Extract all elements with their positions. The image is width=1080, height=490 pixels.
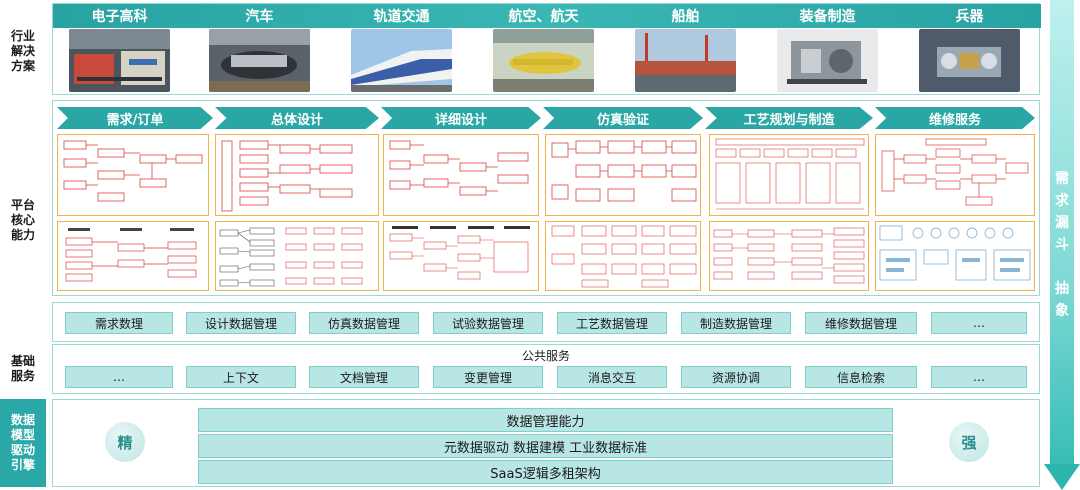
service-resource-coordination[interactable]: 资源协调	[681, 366, 791, 388]
industry-solutions-row: 电子高科 汽车 轨道交通 航空、航天 船舶 装备制造 兵器	[52, 3, 1041, 96]
phase-detailed-design[interactable]: 详细设计	[381, 107, 541, 129]
down-arrow-icon	[1044, 464, 1080, 490]
data-model-engine: 精 数据管理能力 元数据驱动 数据建模 工业数据标准 SaaS逻辑多租架构 强	[52, 399, 1040, 487]
manufacturing-data-button[interactable]: 制造数据管理	[681, 312, 791, 334]
weapon-machinery-photo	[919, 29, 1020, 92]
phase-maintenance[interactable]: 维修服务	[875, 107, 1035, 129]
metadata-modeling-bar: 元数据驱动 数据建模 工业数据标准	[198, 434, 893, 458]
phase-overall-design[interactable]: 总体设计	[215, 107, 379, 129]
electronics-factory-photo	[69, 29, 170, 92]
industry-rail[interactable]: 轨道交通	[345, 4, 458, 96]
industry-weapons[interactable]: 兵器	[913, 4, 1026, 96]
precise-circle-icon: 精	[105, 422, 145, 462]
industry-section-label: 行业 解决 方案	[10, 28, 35, 73]
arrow-shaft	[1050, 0, 1074, 466]
high-speed-train-photo	[351, 29, 452, 92]
design-data-button[interactable]: 设计数据管理	[186, 312, 296, 334]
maintenance-data-button[interactable]: 维修数据管理	[805, 312, 917, 334]
data-management-capability-bar: 数据管理能力	[198, 408, 893, 432]
requirements-flow-diagram	[57, 134, 209, 216]
overall-design-diagram	[215, 134, 379, 216]
more-data-button[interactable]: …	[931, 312, 1027, 334]
simulation-data-button[interactable]: 仿真数据管理	[309, 312, 419, 334]
test-data-button[interactable]: 试验数据管理	[433, 312, 543, 334]
left-label-column: 行业 解决 方案 平台 核心 能力 基础 服务 数据 模型 驱动 引擎	[0, 0, 46, 490]
simulation-task-diagram	[545, 221, 701, 291]
simulation-diagram	[545, 134, 701, 216]
detailed-design-diagram	[383, 134, 539, 216]
industry-aerospace[interactable]: 航空、航天	[487, 4, 600, 96]
service-document-management[interactable]: 文档管理	[309, 366, 419, 388]
industry-label: 轨道交通	[373, 9, 430, 25]
platform-section-label: 平台 核心 能力	[10, 197, 35, 242]
public-services-title: 公共服务	[521, 349, 570, 363]
industry-electronics[interactable]: 电子高科	[63, 4, 176, 96]
maintenance-flow-diagram	[875, 134, 1035, 216]
service-change-management[interactable]: 变更管理	[433, 366, 543, 388]
requirements-data-button[interactable]: 需求数理	[65, 312, 173, 334]
industry-equipment[interactable]: 装备制造	[771, 4, 884, 96]
phase-simulation[interactable]: 仿真验证	[543, 107, 703, 129]
platform-core-section: 需求/订单 总体设计 详细设计 仿真验证 工艺规划与制造 维修服务	[52, 100, 1040, 296]
shipyard-photo	[635, 29, 736, 92]
data-management-row: 需求数理 设计数据管理 仿真数据管理 试验数据管理 工艺数据管理 制造数据管理 …	[52, 302, 1040, 342]
phase-requirements[interactable]: 需求/订单	[57, 107, 213, 129]
service-more-right[interactable]: …	[931, 366, 1027, 388]
detailed-design-task-diagram	[383, 221, 539, 291]
industry-header-bar	[53, 4, 1041, 28]
process-manufacturing-diagram	[709, 134, 869, 216]
industry-automotive[interactable]: 汽车	[203, 4, 316, 96]
basic-services-row: 公共服务 … 上下文 文档管理 变更管理 消息交互 资源协调 信息检索 …	[52, 344, 1040, 394]
arrow-label: 需 求 漏 斗 抽 象	[1055, 171, 1069, 319]
maintenance-service-diagram	[875, 221, 1035, 291]
phase-process-manufacturing[interactable]: 工艺规划与制造	[705, 107, 873, 129]
process-data-button[interactable]: 工艺数据管理	[557, 312, 667, 334]
industry-shipbuilding[interactable]: 船舶	[629, 4, 742, 96]
service-context[interactable]: 上下文	[186, 366, 296, 388]
overall-design-structure-diagram	[215, 221, 379, 291]
service-info-search[interactable]: 信息检索	[805, 366, 917, 388]
manufacturing-order-diagram	[709, 221, 869, 291]
engine-section-label: 数据 模型 驱动 引擎	[0, 399, 46, 487]
car-assembly-photo	[209, 29, 310, 92]
requirements-document-diagram	[57, 221, 209, 291]
industry-label: 航空、航天	[508, 9, 579, 25]
aircraft-photo	[493, 29, 594, 92]
equipment-photo	[777, 29, 878, 92]
industry-label: 汽车	[245, 9, 274, 25]
basic-section-label: 基础 服务	[10, 354, 35, 383]
demand-funnel-arrow: 需 求 漏 斗 抽 象	[1044, 0, 1080, 490]
service-messaging[interactable]: 消息交互	[557, 366, 667, 388]
industry-label: 船舶	[671, 9, 700, 25]
industry-label: 电子高科	[91, 9, 148, 25]
saas-multitenant-bar: SaaS逻辑多租架构	[198, 460, 893, 484]
service-more-left[interactable]: …	[65, 366, 173, 388]
industry-label: 装备制造	[799, 9, 856, 25]
industry-label: 兵器	[955, 9, 984, 25]
strong-circle-icon: 强	[949, 422, 989, 462]
